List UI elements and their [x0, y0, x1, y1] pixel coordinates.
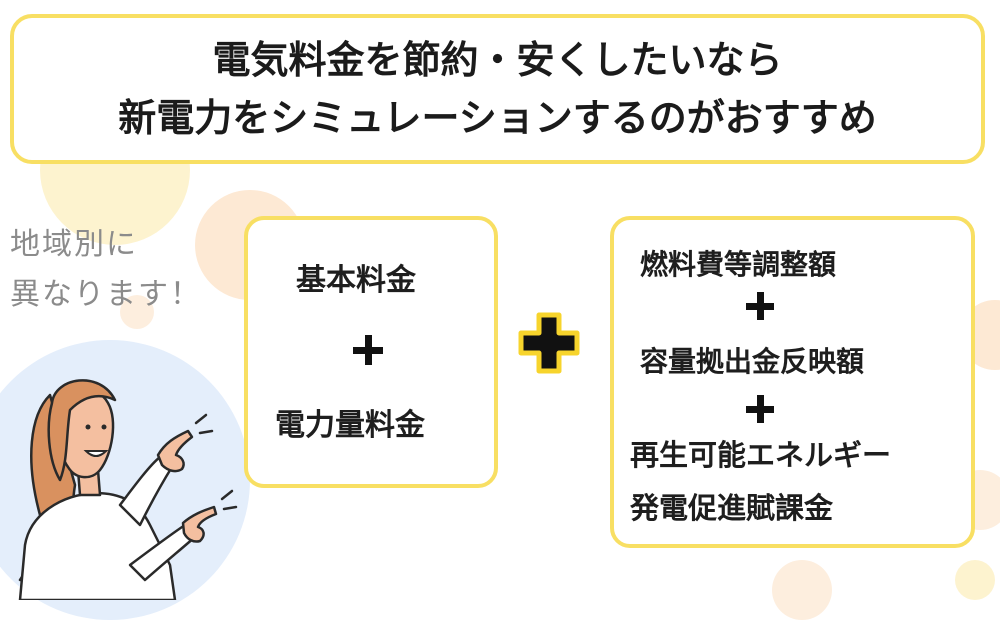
energy-charge-label: 電力量料金: [275, 408, 425, 443]
bg-bubble-peach-bottom: [772, 560, 832, 620]
big-plus-icon: [518, 312, 580, 374]
additional-charges-box: [610, 216, 975, 548]
title-line-1: 電気料金を節約・安くしたいなら: [212, 38, 783, 82]
promotion-surcharge-label: 発電促進賦課金: [630, 491, 834, 525]
region-note-line-1: 地域別に: [10, 227, 138, 262]
title-line-2: 新電力をシミュレーションするのがおすすめ: [118, 96, 877, 140]
plus-icon: [746, 292, 774, 320]
region-note: 地域別に 異なります！: [10, 220, 202, 320]
capacity-contribution-label: 容量拠出金反映額: [640, 345, 865, 378]
bg-bubble-peach-bottom-right: [955, 560, 995, 600]
woman-pointing-illustration: [18, 379, 238, 600]
basic-fee-label: 基本料金: [296, 263, 416, 298]
renewable-energy-label: 再生可能エネルギー: [630, 438, 892, 472]
region-note-line-2: 異なります！: [10, 277, 202, 312]
plus-icon: [746, 395, 774, 423]
plus-icon: [353, 335, 383, 365]
title-banner: 電気料金を節約・安くしたいなら 新電力をシミュレーションするのがおすすめ: [10, 14, 985, 164]
bg-bubble-peach-small: [120, 295, 154, 329]
fuel-adjustment-label: 燃料費等調整額: [640, 248, 837, 281]
